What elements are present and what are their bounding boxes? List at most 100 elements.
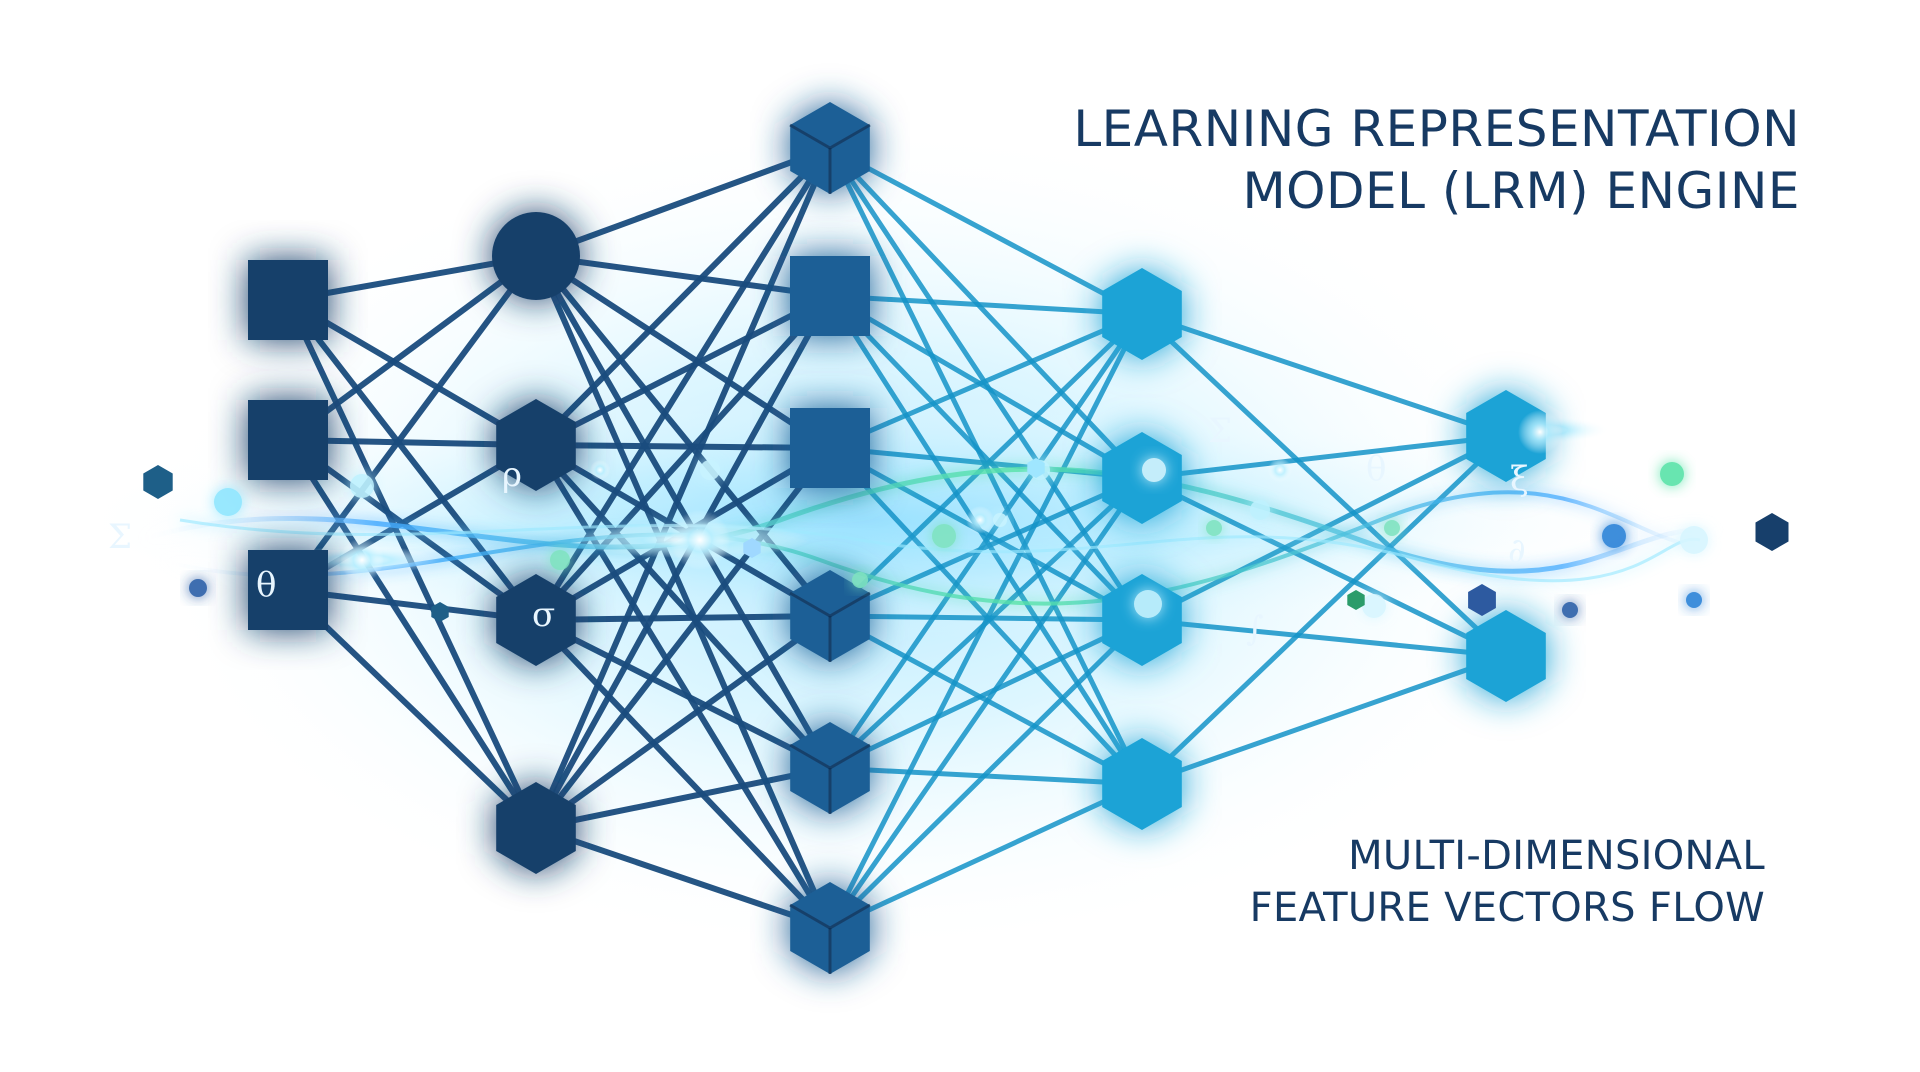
- edge-l1-1-to-0: [533, 145, 833, 448]
- particle-orb-16: [1686, 592, 1702, 608]
- edge-l1-2-to-3: [533, 613, 833, 623]
- node-layer5-1: [1466, 390, 1546, 482]
- edge-l1-2-to-1: [533, 293, 833, 623]
- edge-l0-0-to-1: [285, 297, 539, 448]
- sparkle-4: [966, 506, 994, 534]
- glyph-sigma-small: σ: [532, 595, 555, 635]
- edge-l0-2-to-3: [285, 587, 539, 831]
- node-layer3-4: [789, 570, 871, 662]
- diagram-subtitle: MULTI-DIMENSIONAL FEATURE VECTORS FLOW: [965, 830, 1765, 934]
- node-layer3-6: [789, 882, 871, 974]
- edge-l2-1-to-2: [827, 293, 1145, 623]
- edge-l0-0-to-2: [285, 297, 539, 623]
- particle-cube-1: [143, 465, 173, 499]
- edge-l2-5-to-1: [827, 475, 1145, 931]
- edge-l2-3-to-0: [827, 311, 1145, 619]
- node-layer2-3: [496, 574, 576, 666]
- edge-l1-3-to-4: [533, 765, 833, 831]
- edge-l1-3-to-0: [533, 145, 833, 831]
- edge-l3-1-to-0: [1139, 433, 1509, 481]
- edge-l3-3-to-0: [1139, 433, 1509, 787]
- particles: [143, 410, 1789, 622]
- title-line-2: MODEL (LRM) ENGINE: [1242, 162, 1800, 220]
- edge-l1-1-to-4: [533, 442, 833, 771]
- edge-l1-3-to-5: [533, 825, 833, 931]
- edge-l3-0-to-1: [1139, 311, 1509, 659]
- particle-cube-5: [1027, 458, 1045, 478]
- particle-cube-3: [1468, 584, 1496, 616]
- glyph-theta-right: θ: [1366, 449, 1386, 489]
- title-line-1: LEARNING REPRESENTATION: [1073, 100, 1800, 158]
- particle-cube-7: [431, 602, 449, 622]
- node-layer4-2: [1102, 432, 1182, 524]
- particle-orb-1: [189, 579, 207, 597]
- edge-l1-0-to-2: [533, 253, 833, 451]
- edge-l1-0-to-5: [533, 253, 833, 931]
- edge-l3-2-to-1: [1139, 617, 1509, 659]
- edge-l2-1-to-1: [827, 293, 1145, 481]
- edge-l0-1-to-3: [285, 437, 539, 831]
- network-nodes: [248, 102, 1546, 974]
- glyph-integral: ∫: [1246, 609, 1264, 649]
- edge-l2-0-to-0: [827, 145, 1145, 317]
- edge-l1-1-to-2: [533, 442, 833, 451]
- node-layer2-4: [496, 782, 576, 874]
- particle-orb-15: [1680, 526, 1708, 554]
- edge-l1-0-to-0: [533, 145, 833, 259]
- particle-orb-5: [700, 460, 720, 480]
- edge-l0-1-to-0: [285, 253, 539, 443]
- particle-orb-18: [1384, 520, 1400, 536]
- node-layer3-1: [789, 102, 871, 194]
- edge-l1-1-to-1: [533, 293, 833, 448]
- flow-wave-2: [159, 490, 1721, 606]
- particle-orb-14: [1660, 462, 1684, 486]
- edge-l2-4-to-0: [827, 311, 1145, 771]
- sparkle-3: [340, 538, 384, 582]
- edge-l0-1-to-1: [285, 437, 539, 448]
- edge-l1-0-to-4: [533, 253, 833, 771]
- edge-l2-0-to-2: [827, 145, 1145, 623]
- edge-l3-1-to-1: [1139, 475, 1509, 659]
- node-layer3-5: [789, 722, 871, 814]
- node-layer5-2: [1466, 610, 1546, 702]
- edge-l1-2-to-5: [533, 617, 833, 931]
- edge-l0-2-to-2: [285, 587, 539, 623]
- particle-orb-11: [1250, 500, 1270, 520]
- particle-orb-20: [852, 572, 868, 588]
- edge-l3-3-to-1: [1139, 653, 1509, 787]
- edge-l1-3-to-3: [533, 613, 833, 831]
- edge-l1-3-to-2: [533, 445, 833, 831]
- edge-l2-2-to-2: [827, 445, 1145, 623]
- sparkle-5: [1268, 458, 1292, 482]
- edge-l1-0-to-1: [533, 253, 833, 299]
- particle-orb-12: [1362, 594, 1386, 618]
- edge-l2-5-to-3: [827, 781, 1145, 931]
- glyph-rho: ρ: [502, 455, 522, 495]
- edge-l1-2-to-4: [533, 617, 833, 771]
- flow-wave-1: [139, 466, 1721, 574]
- edge-l2-3-to-1: [827, 475, 1145, 619]
- edge-l2-0-to-1: [827, 145, 1145, 481]
- particle-orb-3: [350, 474, 374, 498]
- node-layer2-2: [496, 399, 576, 491]
- sparkle-2: [1518, 410, 1562, 454]
- flow-wave-3: [179, 518, 1701, 583]
- sparkle-1: [670, 510, 730, 570]
- particle-orb-13: [1602, 524, 1626, 548]
- node-layer3-3: [790, 408, 870, 488]
- particle-cube-4: [1347, 590, 1365, 610]
- particle-orb-10: [1206, 520, 1222, 536]
- edge-l2-2-to-0: [827, 311, 1145, 451]
- node-layer3-2: [790, 256, 870, 336]
- math-symbols: Σ θ σ ρ ∫ ξ Σ θ ∂: [108, 411, 1529, 649]
- node-layer2-1: [492, 212, 580, 300]
- glyph-theta-left: θ: [256, 565, 276, 605]
- particle-orb-2: [214, 488, 242, 516]
- edge-l2-5-to-0: [827, 311, 1145, 931]
- edge-l2-4-to-2: [827, 617, 1145, 771]
- node-layer4-4: [1102, 738, 1182, 830]
- edge-l3-0-to-0: [1139, 311, 1509, 439]
- particle-orb-6: [932, 524, 956, 548]
